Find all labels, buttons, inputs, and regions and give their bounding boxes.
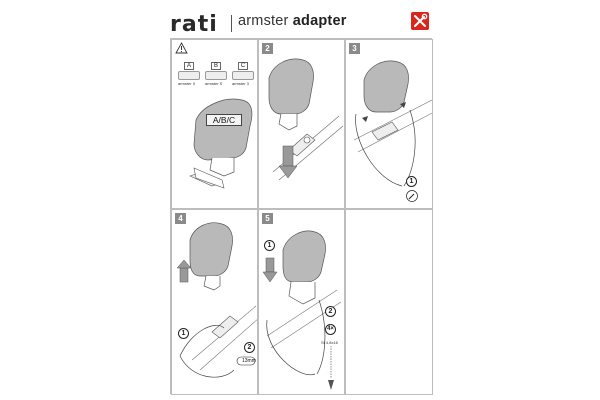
panel-step-5: 5 1 2 4× St 4.8x16 [258, 209, 345, 395]
variant-b: B armster S [205, 62, 229, 86]
panel-step-2: 2 [258, 39, 345, 209]
variant-box: B [211, 62, 221, 70]
fix-adapter-illustration [176, 222, 257, 378]
panel-variants: A armster II B armster S C armster 3 A/B… [171, 39, 258, 209]
panel-empty [345, 209, 433, 395]
screwdriver-icon [406, 190, 418, 202]
armrest-thumbnail [232, 71, 254, 80]
step-number: 2 [262, 43, 273, 54]
callout-circle: 2 [325, 306, 336, 317]
insert-adapter-illustration [268, 58, 344, 181]
variant-callout: A/B/C [206, 114, 242, 126]
step-number: 3 [349, 43, 360, 54]
panel-step-4: 4 1 2 13mm [171, 209, 258, 395]
tools-icon [411, 12, 429, 30]
variant-c: C armster 3 [232, 62, 256, 86]
screw-adapter-illustration [262, 230, 342, 390]
svg-text:rati: rati [170, 12, 218, 34]
variant-box: A [184, 62, 194, 70]
instruction-grid: A armster II B armster S C armster 3 A/B… [170, 38, 433, 395]
panel-step-3: 3 1 [345, 39, 433, 209]
armrest-thumbnail [178, 71, 200, 80]
armrest-thumbnail [205, 71, 227, 80]
variant-label: armster 3 [232, 81, 249, 86]
variant-label: armster II [178, 81, 195, 86]
screw-spec-label: St 4.8x16 [321, 340, 338, 345]
step-number: 5 [262, 213, 273, 224]
step-number: 4 [175, 213, 186, 224]
title-armster: armster [238, 13, 289, 29]
callout-circle: 1 [406, 176, 417, 187]
variant-label: armster S [205, 81, 223, 86]
callout-circle: 1 [264, 240, 275, 251]
document-header: rati armster adapter [170, 10, 432, 34]
slide-adapter-illustration [353, 60, 432, 187]
document-title: armster adapter [238, 13, 347, 29]
rati-logo: rati [170, 12, 218, 34]
title-adapter: adapter [292, 13, 347, 29]
callout-circle: 4× [325, 324, 336, 335]
callout-circle: 2 [244, 342, 255, 353]
variant-box: C [238, 62, 248, 70]
variant-a: A armster II [178, 62, 202, 86]
tool-size-label: 13mm [242, 358, 256, 364]
header-separator [231, 15, 232, 32]
callout-circle: 1 [178, 328, 189, 339]
warning-icon [175, 42, 188, 54]
wrench-icon [236, 356, 256, 366]
